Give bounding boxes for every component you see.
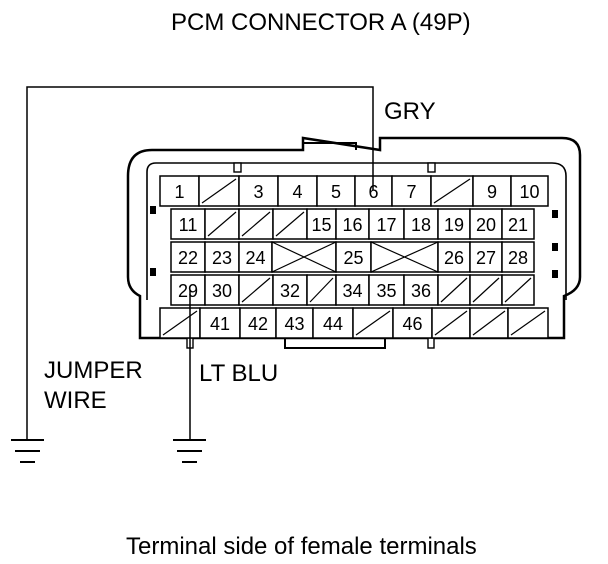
terminal-number: 44 [323, 314, 343, 334]
terminal-number: 25 [343, 248, 363, 268]
cavity-plug-x [370, 241, 439, 273]
terminal-number: 27 [476, 248, 496, 268]
bottom-key-right [427, 337, 435, 349]
lt-blu-wire-label: LT BLU [199, 360, 279, 387]
ground-icon [11, 439, 44, 463]
terminal-36 [403, 274, 439, 306]
terminal-number: 3 [253, 182, 263, 202]
terminal-number: 19 [444, 215, 464, 235]
terminal-number: 28 [508, 248, 528, 268]
terminal-number: 32 [280, 281, 300, 301]
terminal-number: 42 [248, 314, 268, 334]
connector-housing [126, 136, 582, 340]
side-mark [552, 270, 558, 278]
terminal-15 [306, 208, 337, 240]
terminal-5 [316, 175, 356, 207]
terminal-11 [170, 208, 206, 240]
terminal-30 [204, 274, 240, 306]
terminal-number: 7 [406, 182, 416, 202]
terminal-10 [510, 175, 549, 207]
blank-cavity-slash [241, 211, 271, 237]
terminal-number: 17 [376, 215, 396, 235]
terminal-34 [335, 274, 370, 306]
terminal-4 [277, 175, 318, 207]
terminal-number: 34 [342, 281, 362, 301]
terminal-17 [368, 208, 405, 240]
blank-cavity-slash [241, 277, 271, 303]
side-mark [150, 268, 156, 276]
terminal-number: 11 [179, 215, 198, 235]
blank-cavity-slash [472, 310, 506, 336]
side-mark [552, 210, 558, 218]
terminal-20 [469, 208, 503, 240]
terminal-number: 36 [411, 281, 431, 301]
side-mark [552, 243, 558, 251]
key-right [427, 162, 436, 173]
terminal-42 [239, 307, 277, 339]
blank-cavity-slash [355, 310, 391, 336]
terminal-number: 18 [411, 215, 431, 235]
terminal-number: 15 [311, 215, 331, 235]
terminal-number: 43 [284, 314, 304, 334]
lock-tab [302, 142, 357, 150]
terminal-number: 20 [476, 215, 496, 235]
terminal-number: 26 [444, 248, 464, 268]
blank-cavity-slash [275, 211, 305, 237]
blank-cavity-slash [504, 277, 532, 303]
terminal-number: 9 [487, 182, 497, 202]
terminal-1 [159, 175, 200, 207]
terminal-27 [469, 241, 503, 273]
terminal-number: 1 [174, 182, 184, 202]
terminal-number: 29 [178, 281, 198, 301]
key-left [233, 162, 242, 173]
terminal-24 [238, 241, 273, 273]
terminal-25 [335, 241, 372, 273]
blank-cavity-slash [207, 211, 237, 237]
terminal-28 [501, 241, 535, 273]
gry-wire-label: GRY [384, 98, 436, 125]
jumper-wire-label: JUMPER [44, 357, 143, 384]
cavity-plug-x [271, 241, 337, 273]
jumper-wire [26, 86, 374, 440]
ground-icon [173, 439, 206, 463]
blank-cavity-slash [434, 310, 468, 336]
blank-cavity-slash [472, 277, 500, 303]
blank-cavity-slash [201, 178, 237, 204]
blank-cavity-slash [433, 178, 471, 204]
side-mark [150, 206, 156, 214]
terminal-number: 4 [292, 182, 302, 202]
terminal-number: 30 [212, 281, 232, 301]
terminal-number: 10 [519, 182, 539, 202]
terminal-16 [335, 208, 370, 240]
terminal-number: 24 [245, 248, 265, 268]
terminal-18 [403, 208, 439, 240]
terminal-3 [238, 175, 279, 207]
blank-cavity-slash [510, 310, 546, 336]
terminal-29 [170, 274, 206, 306]
diagram-caption: Terminal side of female terminals [126, 533, 477, 560]
blank-cavity-slash [440, 277, 468, 303]
terminal-number: 41 [210, 314, 230, 334]
terminal-number: 46 [402, 314, 422, 334]
terminal-number: 6 [368, 182, 378, 202]
terminal-number: 22 [178, 248, 198, 268]
terminal-number: 35 [376, 281, 396, 301]
terminal-number: 5 [331, 182, 341, 202]
connector-title: PCM CONNECTOR A (49P) [171, 9, 471, 36]
blank-cavity-slash [309, 277, 334, 303]
jumper-wire-label-2: WIRE [44, 387, 107, 414]
terminal-19 [437, 208, 471, 240]
terminal-number: 16 [342, 215, 362, 235]
terminal-number: 23 [212, 248, 232, 268]
terminal-21 [501, 208, 535, 240]
connector-inner-outline [146, 162, 567, 300]
blank-cavity-slash [162, 310, 198, 336]
terminal-number: 21 [508, 215, 528, 235]
terminal-44 [312, 307, 354, 339]
bottom-latch [284, 338, 386, 349]
